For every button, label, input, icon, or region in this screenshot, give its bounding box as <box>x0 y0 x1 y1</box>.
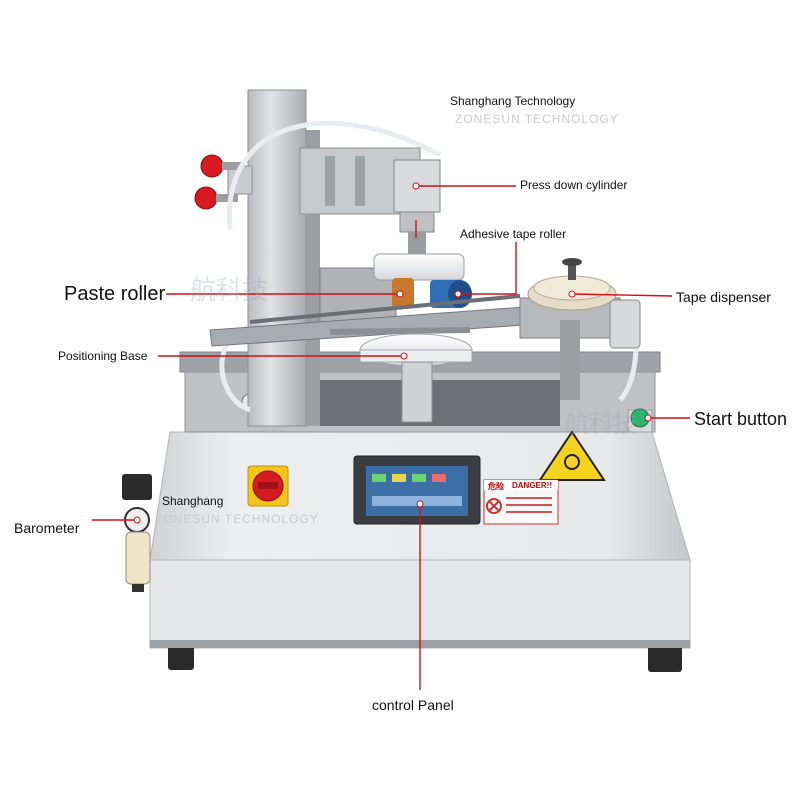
tape-dispenser-assembly <box>519 258 641 400</box>
brand-title: Shanghang Technology <box>450 94 576 108</box>
emergency-stop <box>247 465 289 507</box>
label-press-down-cylinder: Press down cylinder <box>520 178 628 192</box>
label-adhesive-tape-roller: Adhesive tape roller <box>460 227 567 241</box>
hmi-panel <box>353 455 481 525</box>
watermark-top: ZONESUN TECHNOLOGY <box>455 112 619 126</box>
press-cylinder-assembly <box>299 147 441 262</box>
danger-title: DANGER!! <box>512 481 552 490</box>
label-positioning-base: Positioning Base <box>58 349 148 363</box>
callout-lines <box>92 185 690 690</box>
callout-line-dispenser <box>571 293 673 297</box>
label-panel-brand: Shanghang <box>162 494 224 508</box>
label-control-panel: control Panel <box>372 697 454 713</box>
roller-head <box>319 253 472 327</box>
danger-cn: 危险 <box>488 482 504 491</box>
label-paste-roller: Paste roller <box>64 283 166 305</box>
label-barometer: Barometer <box>14 520 80 536</box>
red-adjust-knobs <box>194 154 242 210</box>
positioning-base-disc <box>359 333 473 423</box>
watermark-cn-left: 航科技 <box>190 275 269 305</box>
callout-dots <box>133 182 652 524</box>
watermark-cn-right: 航科技 <box>565 411 637 438</box>
danger-sticker <box>483 479 559 525</box>
callout-line-adhesive <box>458 242 517 295</box>
label-tape-dispenser: Tape dispenser <box>676 289 771 305</box>
label-start-button: Start button <box>694 409 788 429</box>
warning-triangle <box>538 430 606 481</box>
watermark-panel: ZONESUN TECHNOLOGY <box>155 512 319 526</box>
barometer-unit <box>122 474 152 592</box>
